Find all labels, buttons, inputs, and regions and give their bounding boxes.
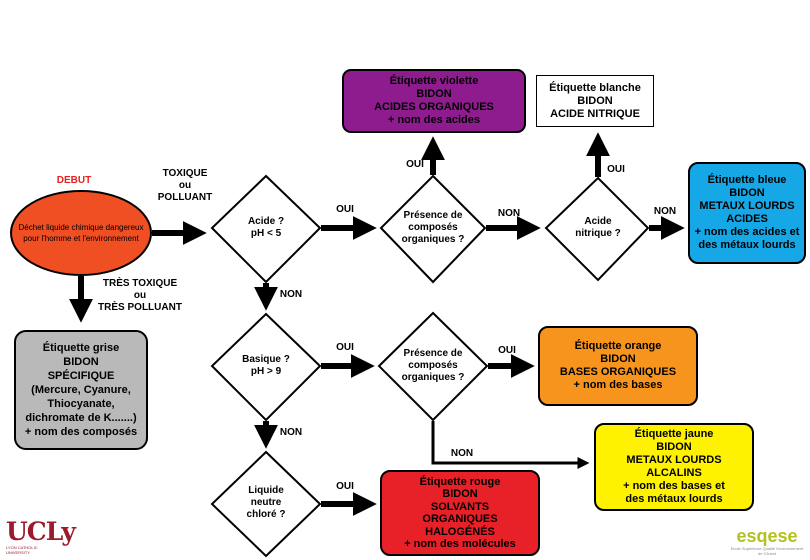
- diamond-presence-2: [377, 311, 489, 422]
- start-line: Déchet liquide chimique dangereux: [18, 223, 144, 232]
- diamond-acide-nitrique-text: Acide nitrique ?: [575, 216, 621, 239]
- esqese-logo: esqese Ecole Supérieure Qualité Environn…: [728, 526, 806, 556]
- start-text: Déchet liquide chimique dangereux pour l…: [11, 190, 151, 276]
- diamond-basique-text: Basique ? pH > 9: [242, 354, 290, 377]
- box-etiquette-rouge: Étiquette rouge BIDON SOLVANTS ORGANIQUE…: [380, 470, 540, 556]
- diamond-basique: [210, 312, 322, 422]
- arrow-presence2-jaune: [431, 421, 590, 469]
- ucly-logo-sub: UNIVERSITY: [6, 550, 31, 555]
- diamond-neutre: [210, 450, 322, 558]
- ucly-logo: UCLy LYON CATHOLIC UNIVERSITY: [6, 517, 76, 557]
- diamond-presence-1-text: Présence de composés organiques ?: [401, 210, 465, 245]
- label-oui: OUI: [336, 204, 354, 215]
- esqese-logo-sub: Ecole Supérieure Qualité Environnement d…: [730, 546, 804, 556]
- label-non: NON: [279, 427, 303, 438]
- box-etiquette-blanche: Étiquette blanche BIDON ACIDE NITRIQUE: [536, 75, 654, 127]
- start-ellipse: [10, 190, 152, 276]
- box-etiquette-grise: Étiquette grise BIDON SPÉCIFIQUE (Mercur…: [14, 330, 148, 450]
- label-tres-toxique: TRÈS TOXIQUE ou TRÈS POLLUANT: [98, 278, 182, 313]
- diamond-acide-text: Acide ? pH < 5: [247, 216, 285, 239]
- label-oui: OUI: [336, 342, 354, 353]
- diamond-neutre-text: Liquide neutre chloré ?: [246, 485, 286, 520]
- label-oui: OUI: [336, 481, 354, 492]
- diamond-presence-2-text: Présence de composés organiques ?: [401, 348, 465, 383]
- label-toxique: TOXIQUE ou POLLUANT: [157, 168, 213, 203]
- label-non: NON: [497, 208, 521, 219]
- start-label: DEBUT: [56, 175, 92, 186]
- label-non: NON: [279, 289, 303, 300]
- diamond-presence-1: [379, 174, 487, 284]
- ucly-logo-text: UCLy: [6, 517, 76, 546]
- diamond-acide: [210, 174, 322, 284]
- ucly-logo-sub: LYON CATHOLIC: [6, 545, 38, 550]
- label-oui: OUI: [498, 345, 516, 356]
- start-line: pour l'homme et l'environnement: [23, 234, 139, 243]
- label-non: NON: [653, 206, 677, 217]
- box-etiquette-bleue: Étiquette bleue BIDON METAUX LOURDS ACID…: [688, 162, 806, 264]
- diamond-acide-nitrique: [544, 176, 650, 282]
- label-oui: OUI: [406, 159, 424, 170]
- label-non: NON: [450, 448, 474, 459]
- label-oui: OUI: [607, 164, 625, 175]
- box-etiquette-violette: Étiquette violette BIDON ACIDES ORGANIQU…: [342, 69, 526, 133]
- box-etiquette-orange: Étiquette orange BIDON BASES ORGANIQUES …: [538, 326, 698, 406]
- esqese-logo-text: esqese: [736, 526, 798, 546]
- box-etiquette-jaune: Étiquette jaune BIDON METAUX LOURDS ALCA…: [594, 423, 754, 511]
